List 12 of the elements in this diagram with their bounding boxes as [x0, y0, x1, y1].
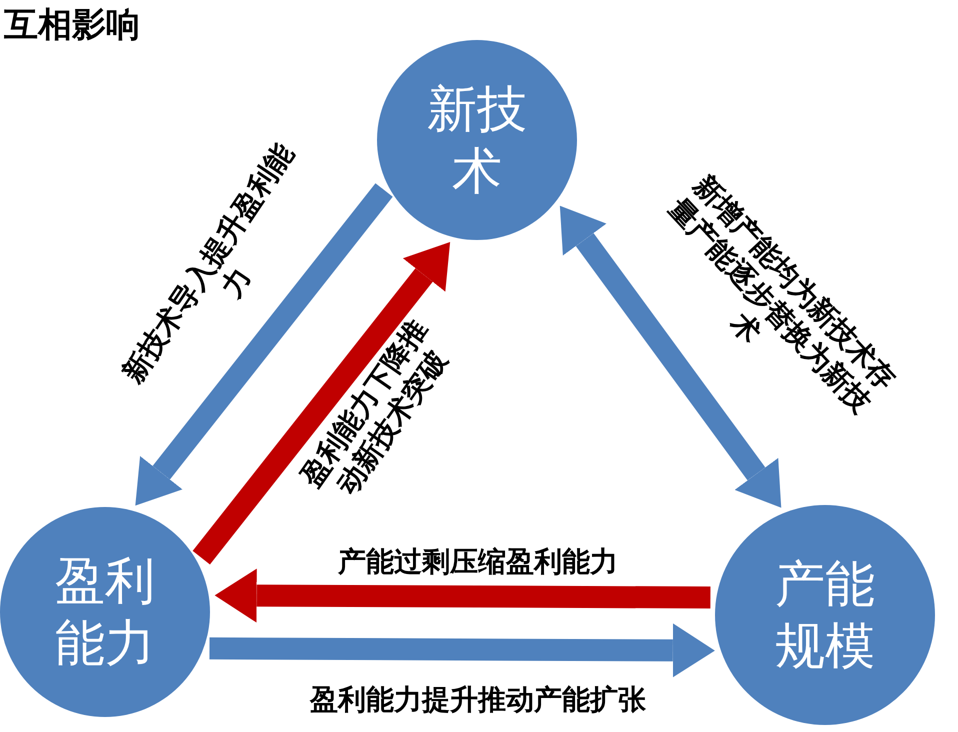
topic-circle: 产能规模 — [715, 505, 935, 725]
topic-circle: 新技术 — [377, 40, 577, 240]
topic-circle: 盈利能力 — [0, 507, 210, 717]
edge-label: 新增产能均为新技术存量产能逐步替换为新技术 — [662, 167, 904, 420]
block-arrow — [192, 242, 450, 564]
block-arrow — [560, 206, 782, 508]
edge-label: 盈利能力提升推动产能扩张 — [308, 683, 647, 717]
block-arrow — [135, 183, 393, 506]
block-arrow — [214, 568, 710, 623]
edge-label: 产能过剩压缩盈利能力 — [336, 545, 619, 579]
title: 互相影响 — [4, 4, 140, 47]
block-arrow — [209, 623, 715, 678]
